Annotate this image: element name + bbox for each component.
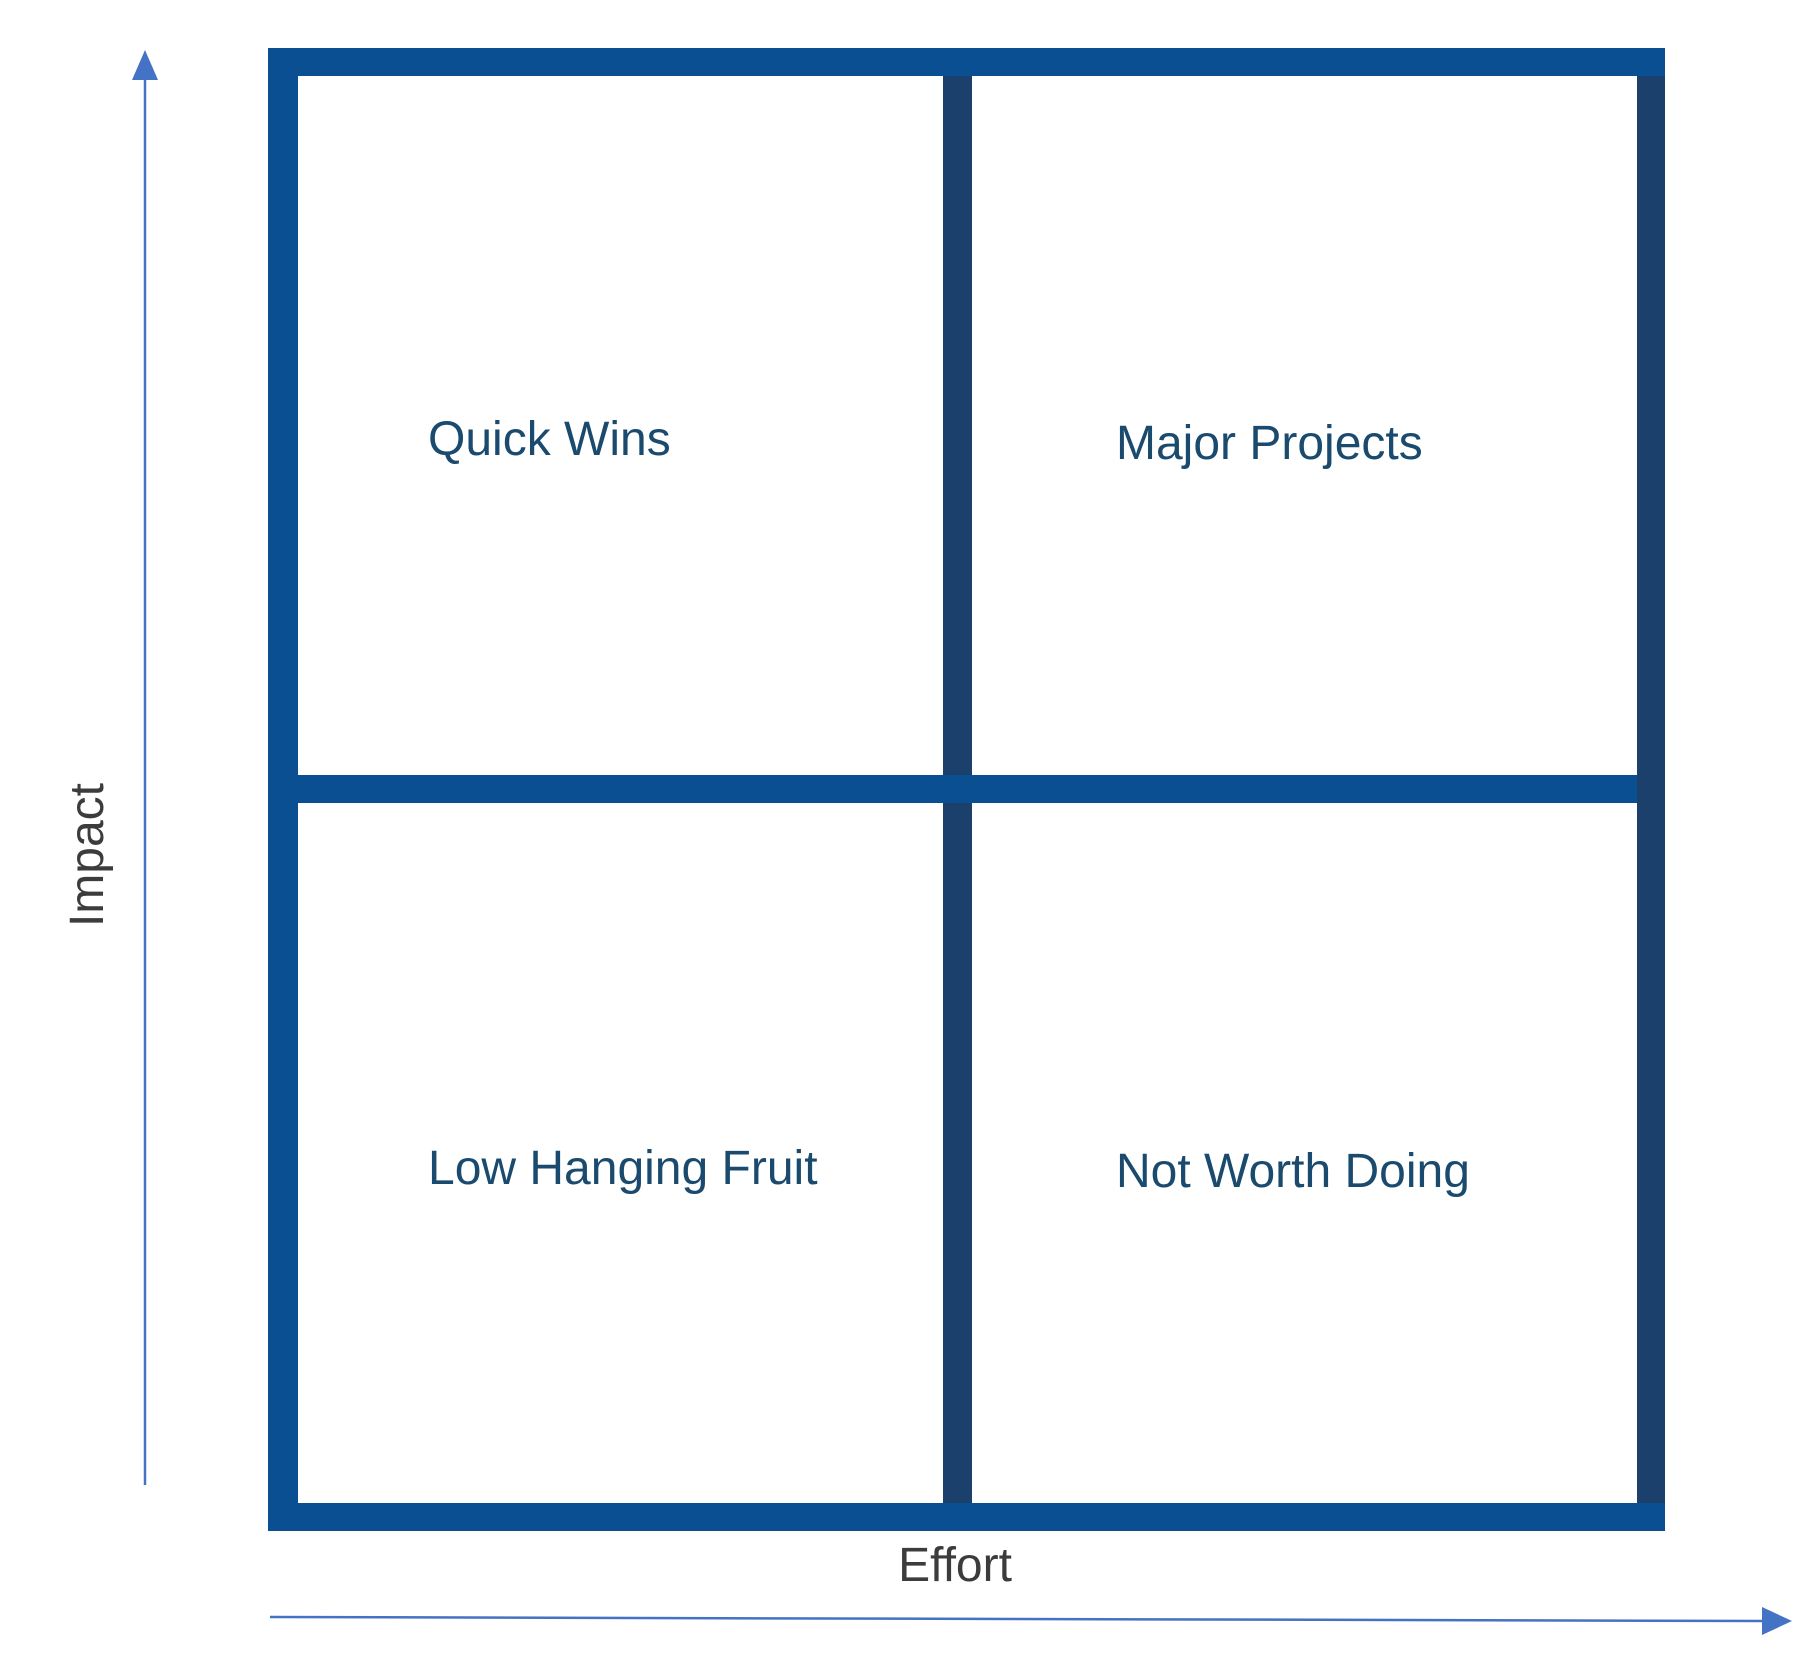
quadrant-low-hanging-fruit-label: Low Hanging Fruit [428, 1142, 818, 1195]
horizontal-divider [298, 775, 1637, 803]
impact-axis-arrow [132, 50, 158, 1485]
frame-right-bar [1637, 76, 1665, 1503]
frame-bottom-bar [268, 1503, 1665, 1531]
quadrant-quick-wins-label: Quick Wins [428, 413, 671, 466]
quadrant-major-projects-label: Major Projects [1116, 417, 1423, 470]
effort-axis-arrow [269, 1607, 1792, 1635]
matrix-frame [268, 48, 1665, 1531]
frame-top-bar [268, 48, 1665, 76]
effort-axis-label: Effort [898, 1539, 1012, 1592]
quadrant-not-worth-doing-label: Not Worth Doing [1116, 1145, 1470, 1198]
frame-left-bar [268, 48, 298, 1531]
impact-axis-label: Impact [61, 782, 114, 928]
